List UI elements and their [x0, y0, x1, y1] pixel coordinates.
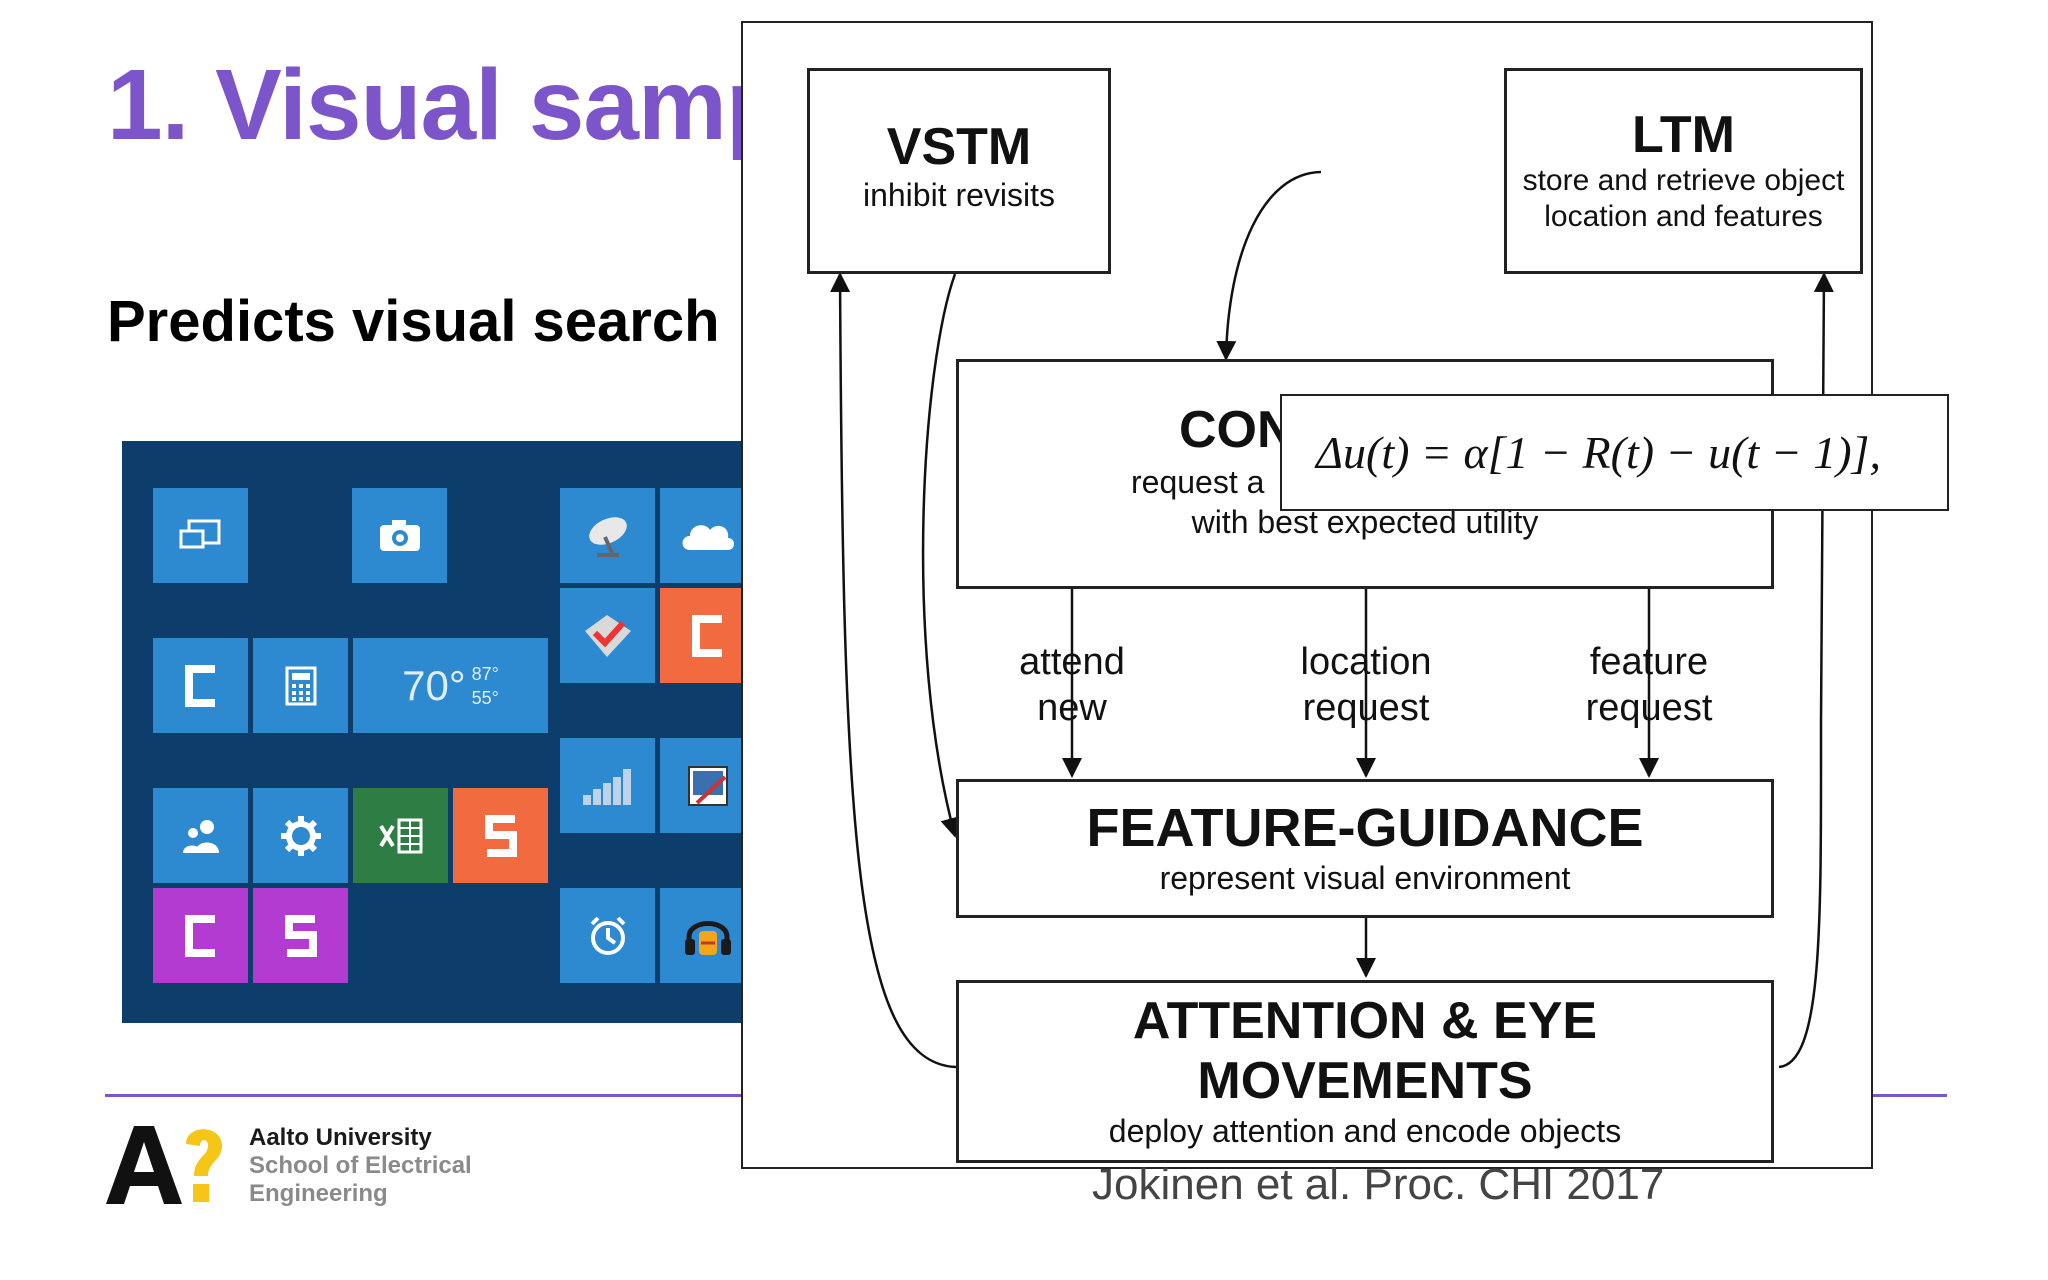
calculator-tile — [253, 638, 348, 733]
aalto-logo-text: Aalto University School of Electrical En… — [249, 1124, 472, 1208]
attend-new-label-line2: new — [1037, 687, 1107, 729]
letter-c-icon — [184, 664, 215, 707]
attention-box: ATTENTION & EYE MOVEMENTS deploy attenti… — [956, 980, 1774, 1163]
attention-title-line1: ATTENTION & EYE — [1132, 992, 1598, 1050]
gear-icon — [280, 815, 321, 856]
feature-guidance-box: FEATURE-GUIDANCE represent visual enviro… — [956, 779, 1774, 918]
feature-guidance-subtitle: represent visual environment — [1159, 860, 1571, 896]
cast-screen-icon — [179, 519, 220, 548]
c-app-tile-orange — [660, 588, 747, 683]
utility-equation: Δu(t) = α[1 − R(t) − u(t − 1)], — [1280, 394, 1949, 511]
aalto-logo-icon — [106, 1126, 222, 1204]
satellite-dish-icon — [588, 516, 627, 557]
feature-guidance-title: FEATURE-GUIDANCE — [1086, 798, 1644, 858]
control-title: CON — [1179, 401, 1295, 459]
attention-to-vstm-arrow — [830, 272, 957, 1069]
alarm-clock-icon — [590, 916, 625, 955]
c-app-tile-purple — [153, 888, 248, 983]
vstm-title: VSTM — [886, 118, 1032, 176]
people-tile — [153, 788, 248, 883]
attend-new-label-line1: attend — [1019, 641, 1125, 683]
slide-subtitle: Predicts visual search — [107, 289, 720, 354]
vstm-box: VSTM inhibit revisits — [807, 68, 1111, 274]
logo-school: School of Electrical — [249, 1152, 472, 1179]
ltm-subtitle-line1: store and retrieve object — [1522, 164, 1845, 197]
connect-tile — [153, 488, 248, 583]
weather-tile: 70° 87° 55° — [353, 638, 548, 733]
chart-tile — [560, 738, 655, 833]
tasks-tile — [560, 588, 655, 683]
letter-s-icon — [484, 814, 517, 857]
paint-tile — [660, 738, 747, 833]
satellite-tile — [560, 488, 655, 583]
citation: Jokinen et al. Proc. CHI 2017 — [1092, 1160, 1665, 1209]
audio-tile — [660, 888, 747, 983]
location-request-label-line1: location — [1300, 641, 1432, 683]
vstm-to-feature-guidance-arrow — [921, 273, 960, 838]
feature-request-label: feature request — [1529, 639, 1769, 731]
logo-engineering: Engineering — [249, 1180, 388, 1207]
excel-icon — [378, 818, 422, 853]
letter-c-icon — [184, 914, 215, 957]
weather-high: 87° — [471, 663, 499, 684]
calculator-icon — [285, 666, 316, 705]
vstm-subtitle: inhibit revisits — [862, 177, 1056, 213]
letter-c-icon — [691, 614, 722, 657]
camera-icon — [379, 519, 420, 551]
attention-subtitle: deploy attention and encode objects — [1108, 1113, 1622, 1149]
bar-chart-icon — [582, 768, 631, 805]
ltm-subtitle-line2: location and features — [1544, 200, 1823, 233]
logo-university: Aalto University — [249, 1124, 432, 1151]
alarm-tile — [560, 888, 655, 983]
headphones-icon — [684, 920, 731, 955]
checkmark-icon — [584, 614, 631, 657]
attention-title-line2: MOVEMENTS — [1197, 1052, 1533, 1110]
settings-tile — [253, 788, 348, 883]
ltm-box: LTM store and retrieve object location a… — [1504, 68, 1863, 274]
control-subtitle-line1: request a — [1131, 464, 1265, 500]
location-request-label: location request — [1246, 639, 1486, 731]
people-icon — [182, 819, 219, 853]
feature-request-label-line1: feature — [1589, 641, 1709, 683]
letter-s-icon — [284, 914, 317, 957]
feature-request-label-line2: request — [1585, 687, 1713, 729]
weather-high-low: 87° 55° — [472, 662, 499, 710]
s-app-tile-purple — [253, 888, 348, 983]
location-request-label-line2: request — [1302, 687, 1430, 729]
model-diagram-panel: VSTM inhibit revisits LTM store and retr… — [741, 21, 1873, 1169]
camera-tile — [352, 488, 447, 583]
onedrive-tile — [660, 488, 747, 583]
attention-to-ltm-arrow — [1778, 272, 1834, 1069]
attend-new-label: attend new — [972, 639, 1172, 731]
start-tiles-screenshot: 70° 87° 55° — [122, 441, 747, 1023]
ltm-title: LTM — [1632, 106, 1735, 164]
slide-title: 1. Visual samp — [107, 49, 787, 161]
cloud-icon — [682, 524, 734, 550]
weather-temperature: 70° — [402, 661, 466, 709]
paint-icon — [687, 765, 728, 806]
s-app-tile-orange — [453, 788, 548, 883]
c-app-tile-blue — [153, 638, 248, 733]
excel-tile — [353, 788, 448, 883]
weather-low: 55° — [471, 687, 499, 708]
diagram-arrows — [830, 170, 1834, 1069]
ltm-to-control-arrow — [1216, 170, 1322, 361]
